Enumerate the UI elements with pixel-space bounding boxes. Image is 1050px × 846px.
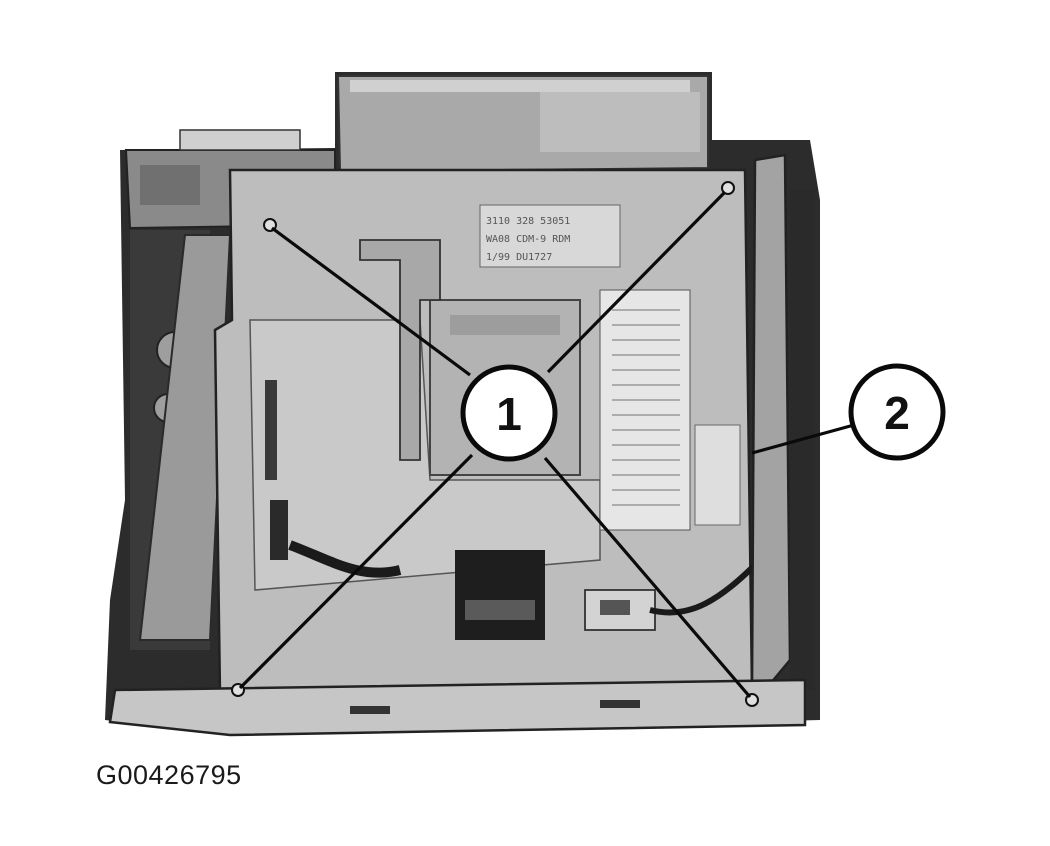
connector-shade [140,165,200,205]
ribbon-connector [455,550,545,640]
rail-slot-1 [350,706,390,714]
connector-pins [179,129,301,151]
plate-highlight [350,80,690,92]
callout-2-circle [848,363,946,461]
small-connector-pins [600,600,630,615]
bottom-rail [108,678,807,737]
slider-arm [359,239,441,461]
rail-slot-2 [600,700,640,708]
tray-shade [450,315,560,335]
callout-1: 1 [460,364,558,462]
serial-line-1: 3110 328 53051 [486,216,570,227]
serial-line-3: 1/99 DU1727 [486,252,552,263]
callout-1-label: 1 [496,388,522,440]
callout-1-circle [460,364,558,462]
small-label [694,424,741,526]
leader-2 [751,423,855,455]
warning-label [599,289,691,531]
warning-label-lines [612,309,680,506]
cable [649,557,763,616]
serial-sticker [479,204,621,268]
slot-2 [270,500,288,560]
figure-id-caption: G00426795 [96,760,242,790]
leader-1-top-left [271,226,471,377]
callout-2-label: 2 [884,387,910,439]
left-bracket [138,234,232,641]
callout-leader-lines [238,190,855,699]
callout-2: 2 [848,363,946,461]
leader-1-bottom-left [238,453,474,690]
plate-panel [540,92,700,152]
leader-1-top-right [546,190,727,374]
right-bracket [750,153,792,692]
screw-top-right [721,181,735,195]
ribbon-connector-shade [465,600,535,620]
slot-1 [265,380,277,480]
serial-line-2: WA08 CDM-9 RDM [486,234,570,245]
left-cable [288,540,402,578]
leader-1-bottom-right [543,456,752,699]
